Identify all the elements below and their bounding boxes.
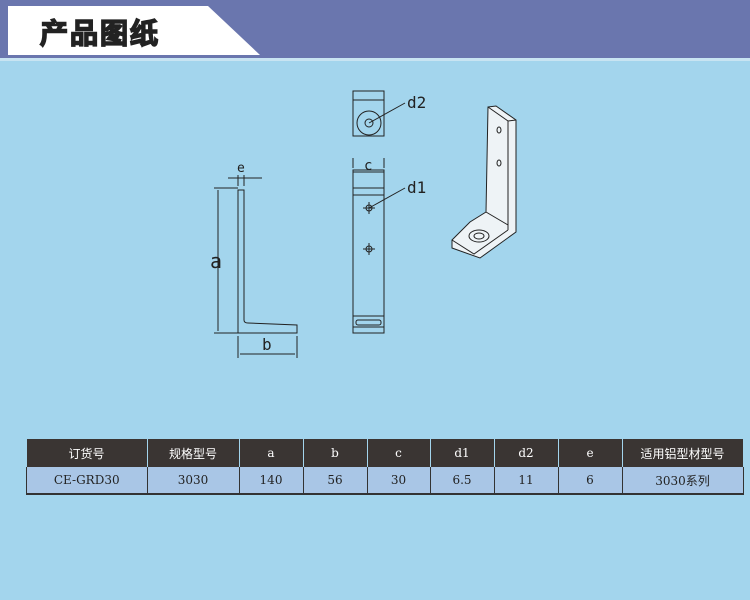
col-header: 适用铝型材型号	[622, 439, 744, 467]
col-header: 订货号	[26, 439, 148, 467]
label-b: b	[262, 335, 272, 354]
spec-table: 订货号 规格型号 a b c d1 d2 e 适用铝型材型号 CE-GRD30 …	[26, 439, 744, 495]
cell-c: 30	[367, 467, 431, 495]
col-header: 规格型号	[147, 439, 240, 467]
side-view-outline	[237, 189, 298, 334]
dim-a-lines	[214, 187, 238, 334]
label-c: c	[364, 158, 372, 174]
cell-b: 56	[303, 467, 368, 495]
cell-a: 140	[239, 467, 304, 495]
label-e: e	[237, 161, 245, 176]
cell-profile: 3030系列	[622, 467, 744, 495]
top-view-outline	[352, 90, 385, 137]
table-header-row: 订货号 规格型号 a b c d1 d2 e 适用铝型材型号	[26, 439, 744, 467]
cell-d1: 6.5	[430, 467, 495, 495]
cell-e: 6	[558, 467, 623, 495]
dim-b-lines	[237, 336, 298, 358]
cell-spec: 3030	[147, 467, 240, 495]
table-row: CE-GRD30 3030 140 56 30 6.5 11 6 3030系列	[26, 467, 744, 495]
label-d2: d2	[407, 93, 426, 112]
col-header: a	[239, 439, 304, 467]
cell-d2: 11	[494, 467, 559, 495]
col-header: b	[303, 439, 368, 467]
dim-e-lines	[228, 175, 262, 186]
page-title: 产品图纸	[39, 16, 161, 51]
col-header: e	[558, 439, 623, 467]
label-d1: d1	[407, 178, 426, 197]
front-view-outline	[352, 169, 385, 334]
label-a: a	[210, 249, 222, 273]
cell-order-no: CE-GRD30	[26, 467, 148, 495]
col-header: d1	[430, 439, 495, 467]
col-header: c	[367, 439, 431, 467]
col-header: d2	[494, 439, 559, 467]
